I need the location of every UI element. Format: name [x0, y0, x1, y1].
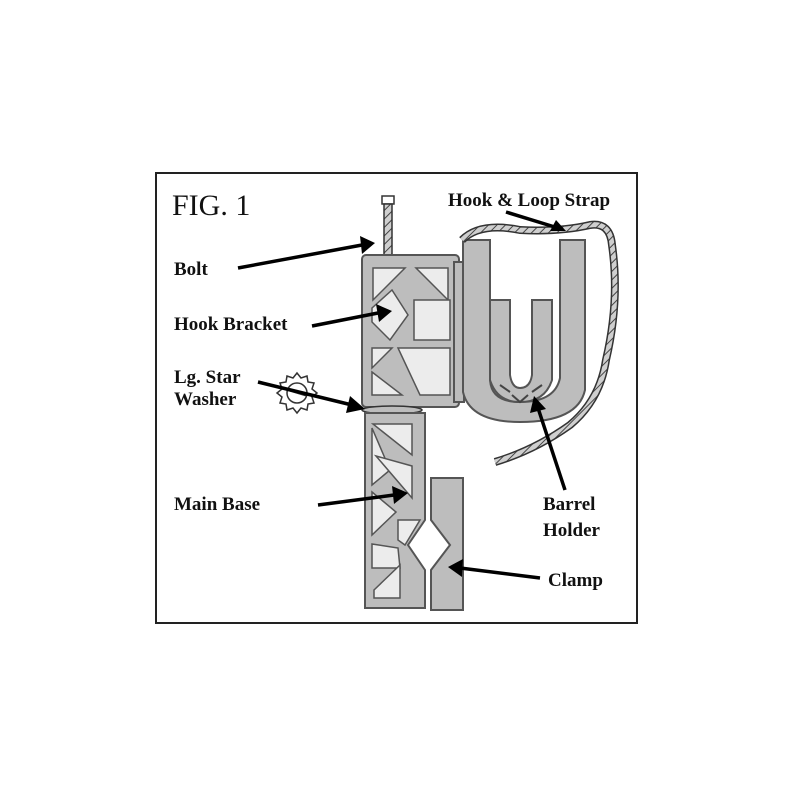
barrel-holder — [462, 239, 586, 424]
clamp — [430, 477, 464, 611]
hook-bracket — [361, 254, 465, 408]
label-clamp: Clamp — [548, 570, 603, 591]
label-hook-loop-strap: Hook & Loop Strap — [448, 190, 610, 211]
label-hook-bracket: Hook Bracket — [174, 314, 288, 335]
figure-title: FIG. 1 — [172, 189, 250, 222]
label-barrel-holder-2: Holder — [543, 520, 601, 541]
label-main-base: Main Base — [174, 494, 260, 515]
label-bolt: Bolt — [174, 259, 208, 280]
label-barrel-holder-1: Barrel — [543, 494, 595, 515]
label-star-washer-2: Washer — [174, 389, 237, 410]
label-star-washer-1: Lg. Star — [174, 367, 241, 388]
arrows — [237, 210, 567, 580]
bolt — [381, 195, 395, 261]
main-base — [364, 412, 426, 609]
